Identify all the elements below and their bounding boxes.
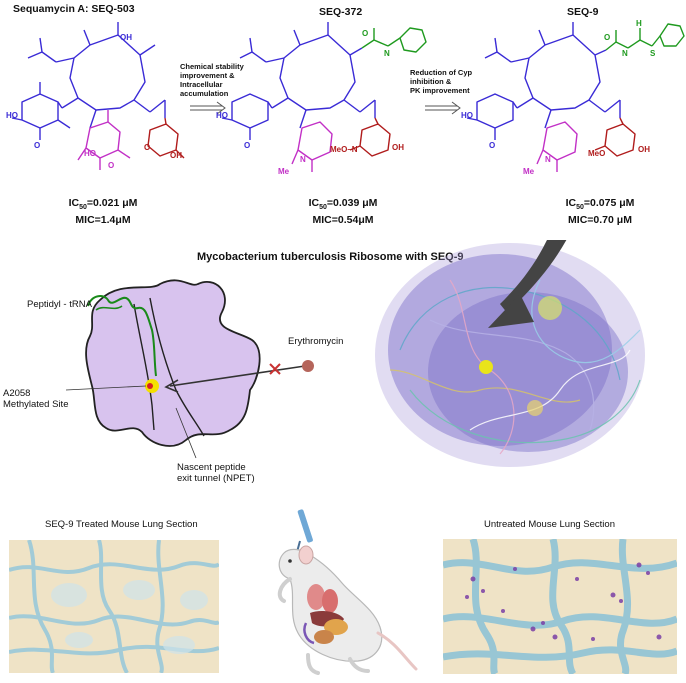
atom-label: S (650, 49, 656, 58)
compound-title-seq372: SEQ-372 (319, 6, 363, 18)
atom-label: O (244, 141, 250, 150)
seq9-binding-marker (479, 360, 493, 374)
atom-label: OH (638, 145, 650, 154)
atom-label: MeO–N (330, 145, 358, 154)
molecule-seq9 (466, 22, 685, 172)
atom-label: O (489, 141, 495, 150)
atom-label: H (636, 19, 642, 28)
atom-label: OH (120, 33, 132, 42)
atom-label: O (144, 143, 150, 152)
atom-label: O (108, 161, 114, 170)
mouse-illustration (277, 509, 418, 675)
atom-label: MeO (588, 149, 605, 158)
trna-strand (87, 295, 157, 377)
ribosome-3d-render (375, 243, 645, 467)
atom-label: HO (84, 149, 96, 158)
atom-label: N (300, 155, 306, 164)
atom-label: HO (461, 111, 473, 120)
untreated-lung-image (443, 539, 677, 674)
reaction-arrow-1 (190, 101, 226, 115)
reaction-arrow-2 (425, 101, 461, 115)
atom-label: OH (170, 151, 182, 160)
atom-label: Me (278, 167, 290, 176)
atom-label: HO (216, 111, 228, 120)
compound-title-seq503: Sequamycin A: SEQ-503 (13, 3, 135, 15)
ribosome-section-title: Mycobacterium tuberculosis Ribosome with… (197, 251, 464, 263)
peptidyl-trna-label: Peptidyl - tRNA (27, 299, 92, 310)
atom-label: O (362, 29, 368, 38)
compound-title-seq9: SEQ-9 (567, 6, 599, 18)
treated-lung-image (9, 540, 219, 673)
atom-label: O (604, 33, 610, 42)
chemical-structures: OH HO O HO O O OH (6, 19, 685, 176)
erythromycin-icon (302, 360, 314, 372)
block-x-icon (269, 363, 281, 375)
molecule-seq372 (221, 22, 427, 172)
metrics-seq9: IC50=0.075 μM MIC=0.70 μM (565, 197, 635, 227)
atom-label: HO (6, 111, 18, 120)
molecule-seq503 (11, 22, 185, 170)
untreated-section-label: Untreated Mouse Lung Section (484, 519, 615, 530)
atom-label: OH (392, 143, 404, 152)
metrics-seq372: IC50=0.039 μM MIC=0.54μM (308, 197, 378, 227)
erythromycin-label: Erythromycin (288, 336, 344, 347)
curved-pointer-arrow (500, 240, 567, 314)
treated-section-label: SEQ-9 Treated Mouse Lung Section (45, 519, 198, 530)
ribosome-schematic (65, 240, 645, 467)
atom-label: N (384, 49, 390, 58)
atom-label: Me (523, 167, 535, 176)
metrics-seq503: IC50=0.021 μM MIC=1.4μM (68, 197, 138, 227)
ribosome-blob (85, 279, 261, 447)
atom-label: N (622, 49, 628, 58)
atom-label: O (34, 141, 40, 150)
atom-label: N (545, 155, 551, 164)
